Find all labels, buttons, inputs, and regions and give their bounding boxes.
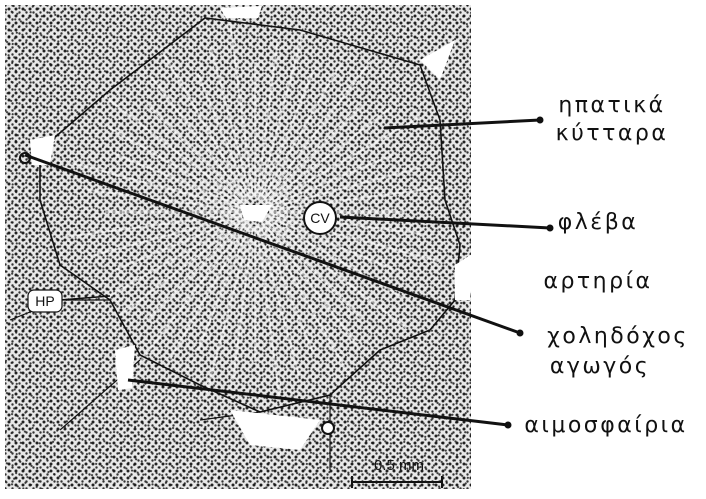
- leader-dot: [517, 330, 523, 336]
- tissue-micrograph: [5, 5, 475, 489]
- label-hepatocytes-line1: ηπατικά: [558, 93, 665, 118]
- leader-dot: [547, 225, 553, 231]
- hp-label: HP: [35, 293, 54, 309]
- label-sinusoids: αιμοσφαίρια: [524, 413, 687, 438]
- leader-dot: [505, 422, 511, 428]
- cv-callout: CV: [304, 202, 336, 234]
- leader-dot: [537, 117, 543, 123]
- structure-labels: ηπατικά κύτταρα φλέβα αρτηρία χοληδόχος …: [524, 93, 688, 438]
- portal-space: [220, 6, 262, 18]
- label-artery: αρτηρία: [543, 269, 652, 294]
- cv-label: CV: [310, 210, 330, 226]
- label-bile-duct-line1: χοληδόχος: [547, 324, 689, 349]
- portal-vessel-marker: [322, 422, 334, 434]
- scale-bar-label: 0.5 mm: [374, 457, 424, 474]
- portal-space: [115, 345, 135, 390]
- label-bile-duct-line2: αγωγός: [550, 354, 650, 379]
- label-hepatocytes-line2: κύτταρα: [556, 121, 669, 146]
- label-vein: φλέβα: [558, 210, 638, 235]
- hp-callout: HP: [28, 290, 62, 312]
